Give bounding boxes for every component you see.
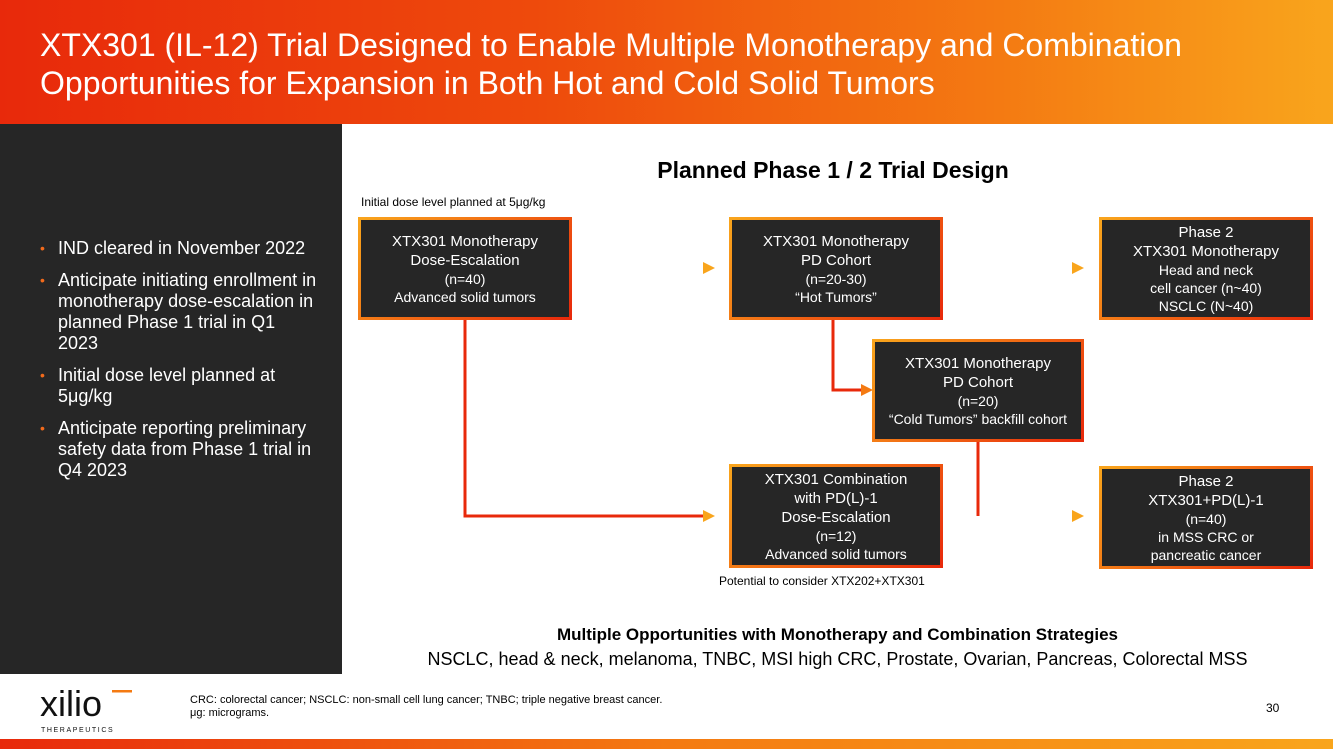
- box-line: (n=12): [815, 527, 857, 544]
- box-line: XTX301 Monotherapy: [1133, 242, 1279, 260]
- dose-note: Initial dose level planned at 5μg/kg: [361, 195, 546, 209]
- box-line: (n=20): [957, 392, 999, 409]
- box-line: pancreatic cancer: [1150, 546, 1262, 563]
- bullet-item: • IND cleared in November 2022: [40, 238, 320, 259]
- box-line: Advanced solid tumors: [765, 545, 907, 562]
- box-line: XTX301 Monotherapy: [392, 232, 538, 250]
- bullet-item: • Anticipate reporting preliminary safety…: [40, 418, 320, 481]
- logo-wordmark: xilio: [40, 683, 102, 724]
- bullet-item: • Initial dose level planned at 5μg/kg: [40, 365, 320, 407]
- box-line: with PD(L)-1: [794, 489, 878, 507]
- bullet-text: IND cleared in November 2022: [58, 238, 306, 258]
- bullet-text: Anticipate reporting preliminary safety …: [58, 418, 312, 480]
- bullet-dot-icon: •: [40, 272, 45, 288]
- bullet-list: • IND cleared in November 2022 • Anticipat…: [40, 238, 320, 492]
- footnote: CRC: colorectal cancer; NSCLC: non-small…: [190, 694, 662, 720]
- box-line: Dose-Escalation: [410, 251, 520, 269]
- arrow-to-phase2-combo: [942, 441, 1084, 522]
- box-dose-escalation: XTX301 Monotherapy Dose-Escalation (n=40…: [358, 217, 572, 320]
- arrow-hot-to-cold: [831, 319, 873, 396]
- box-line: in MSS CRC or: [1158, 528, 1254, 545]
- box-line: PD Cohort: [942, 373, 1014, 391]
- box-line: XTX301 Monotherapy: [905, 354, 1051, 372]
- header-banner: XTX301 (IL-12) Trial Designed to Enable …: [0, 0, 1333, 124]
- box-line: PD Cohort: [800, 251, 872, 269]
- box-line: Advanced solid tumors: [394, 288, 536, 305]
- opportunities-title: Multiple Opportunities with Monotherapy …: [556, 625, 1118, 644]
- combo-note: Potential to consider XTX202+XTX301: [719, 574, 925, 588]
- page-number: 30: [1266, 701, 1280, 715]
- box-line: (n=40): [444, 270, 486, 287]
- box-line: XTX301 Monotherapy: [763, 232, 909, 250]
- box-line: Head and neck: [1158, 261, 1254, 278]
- box-phase2-combination: Phase 2 XTX301+PD(L)-1 (n=40) in MSS CRC…: [1099, 466, 1313, 569]
- arrow-dose-to-combo: [463, 319, 715, 522]
- bullet-text: Anticipate initiating enrollment in mono…: [58, 270, 317, 353]
- xilio-logo: xilio THERAPEUTICS: [40, 683, 132, 734]
- box-pd-cold-cohort: XTX301 Monotherapy PD Cohort (n=20) “Col…: [872, 339, 1084, 442]
- diagram-title: Planned Phase 1 / 2 Trial Design: [657, 157, 1009, 183]
- arrow-hot-to-phase2: [942, 262, 1084, 274]
- box-combination: XTX301 Combination with PD(L)-1 Dose-Esc…: [729, 464, 943, 568]
- box-line: NSCLC (N~40): [1158, 297, 1254, 314]
- box-line: (n=40): [1185, 510, 1227, 527]
- footnote-line: CRC: colorectal cancer; NSCLC: non-small…: [190, 694, 663, 706]
- box-line: Phase 2: [1178, 472, 1234, 490]
- footer-bar: [0, 739, 1333, 749]
- box-line: XTX301+PD(L)-1: [1148, 491, 1264, 509]
- box-line: Dose-Escalation: [781, 508, 891, 526]
- sidebar-panel: • IND cleared in November 2022 • Anticipat…: [0, 124, 342, 674]
- logo-subtext: THERAPEUTICS: [41, 727, 114, 734]
- box-line: “Cold Tumors” backfill cohort: [888, 410, 1068, 427]
- box-line: (n=20-30): [805, 270, 867, 287]
- box-line: XTX301 Combination: [764, 470, 908, 488]
- bullet-dot-icon: •: [40, 240, 45, 256]
- box-line: “Hot Tumors”: [795, 288, 877, 305]
- bullet-dot-icon: •: [40, 420, 45, 436]
- arrow-dose-to-hot: [571, 262, 715, 274]
- footnote-line: μg: micrograms.: [190, 707, 270, 719]
- opportunities-list: NSCLC, head & neck, melanoma, TNBC, MSI …: [427, 649, 1248, 669]
- box-pd-hot-cohort: XTX301 Monotherapy PD Cohort (n=20-30) “…: [729, 217, 943, 320]
- bullet-dot-icon: •: [40, 367, 45, 383]
- box-line: Phase 2: [1178, 223, 1234, 241]
- box-phase2-monotherapy: Phase 2 XTX301 Monotherapy Head and neck…: [1099, 217, 1313, 320]
- box-line: cell cancer (n~40): [1150, 279, 1262, 296]
- slide-title: XTX301 (IL-12) Trial Designed to Enable …: [40, 27, 1182, 101]
- bullet-item: • Anticipate initiating enrollment in mon…: [40, 270, 320, 354]
- bullet-text: Initial dose level planned at 5μg/kg: [58, 365, 276, 406]
